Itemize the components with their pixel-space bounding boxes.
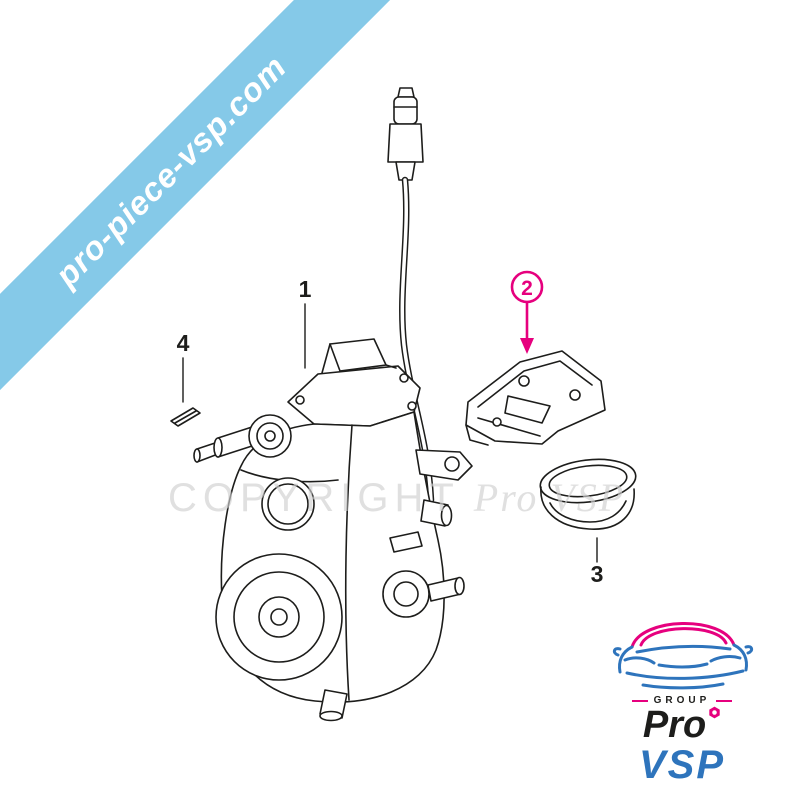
part-label-3: 3 [591,537,604,587]
logo-group-dash-right [716,699,733,702]
part-label-1: 1 [299,276,312,369]
part-2-arrow-head [520,338,534,354]
part-label-2-highlighted: 2 [510,270,544,354]
logo-group-label: GROUP [653,695,711,707]
part-label-4: 4 [177,330,190,403]
gearbox-drawing [193,87,473,722]
boot-drawing [539,458,637,530]
logo-vsp-text: VSP [638,743,726,787]
logo-group-row: GROUP [631,695,733,707]
logo-pro-text: Pro [642,704,721,747]
part-4-number: 4 [177,330,190,356]
cable-connector [387,87,424,181]
cable [399,176,435,504]
pin-drawing [170,407,201,427]
bracket-drawing [465,350,606,446]
hex-nut-icon [709,706,720,719]
part-1-number: 1 [299,276,312,302]
provsp-logo: GROUP Pro VSP [592,597,772,787]
car-front-sketch-icon [612,622,754,690]
output-flange [215,553,348,722]
part-3-number: 3 [591,561,604,587]
part-2-number: 2 [521,277,533,300]
logo-group-dash-left [631,699,648,702]
logo-pro-word: Pro [642,704,707,747]
input-shaft [193,414,292,463]
right-side-details [382,449,473,618]
